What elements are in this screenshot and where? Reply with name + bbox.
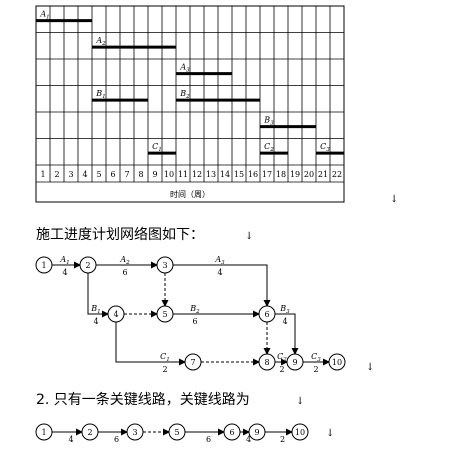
gantt-day-label: 13 (206, 170, 216, 179)
network-node-label: 9 (292, 358, 297, 367)
network-node (184, 353, 202, 371)
gantt-day-label: 5 (96, 170, 101, 179)
network-node (156, 305, 174, 323)
gantt-day-label: 7 (124, 170, 129, 179)
critical-node-label: 3 (132, 428, 137, 437)
network-node (328, 353, 346, 371)
critical-path-diagram: 4 6 6 4 2 1 2 3 5 6 9 10 ↓ (35, 423, 334, 444)
network-node (258, 353, 276, 371)
gantt-day-label: 20 (304, 170, 314, 179)
gantt-arrow: ↓ (390, 194, 398, 205)
network-node (286, 353, 304, 371)
gantt-day-label: 18 (276, 170, 286, 179)
gantt-day-label: 4 (82, 170, 87, 179)
critical-node (248, 423, 266, 441)
gantt-bar-label: C1 (152, 142, 162, 153)
gantt-day-label: 1 (40, 170, 45, 179)
gantt-day-label: 21 (318, 170, 328, 179)
network-node-label: 4 (113, 310, 118, 319)
network-node (156, 256, 174, 274)
heading-critical-arrow: ↓ (296, 396, 304, 407)
gantt-bar-label: A3 (179, 63, 190, 74)
network-arrow: ↓ (366, 362, 374, 373)
critical-node (291, 423, 309, 441)
activity-name: C3 (311, 352, 321, 363)
activity-duration: 4 (93, 317, 98, 326)
critical-node (223, 423, 241, 441)
network-node-label: 5 (162, 310, 167, 319)
critical-node-label: 9 (254, 428, 259, 437)
gantt-day-label: 10 (164, 170, 174, 179)
critical-node (126, 423, 144, 441)
network-node (79, 256, 97, 274)
gantt-day-label: 11 (178, 170, 188, 179)
gantt-bar-label: C2 (264, 142, 274, 153)
gantt-day-label: 8 (138, 170, 143, 179)
activity-duration: 2 (162, 365, 167, 374)
activity-duration: 2 (313, 365, 318, 374)
activity-duration: 4 (62, 268, 67, 277)
gantt-day-label: 9 (152, 170, 157, 179)
critical-arrow-mark: ↓ (326, 428, 334, 439)
critical-node-label: 6 (229, 428, 234, 437)
critical-node-label: 2 (87, 428, 92, 437)
critical-node (81, 423, 99, 441)
activity-duration: 4 (217, 268, 222, 277)
heading-network-arrow: ↓ (245, 231, 253, 242)
gantt-bar-label: C3 (320, 142, 330, 153)
network-node-label: 3 (162, 261, 167, 270)
network-node-label: 10 (332, 358, 342, 367)
critical-duration: 6 (206, 435, 211, 444)
gantt-day-label: 15 (234, 170, 244, 179)
activity-name: A2 (119, 255, 130, 266)
critical-node-label: 5 (174, 428, 179, 437)
network-node-label: 2 (85, 261, 90, 270)
critical-duration: 2 (280, 435, 285, 444)
heading-network: 施工进度计划网络图如下： (36, 227, 204, 243)
gantt-time-label: 时间（周） (170, 189, 210, 199)
activity-name: A1 (59, 255, 69, 266)
activity-duration: 2 (279, 365, 284, 374)
gantt-bar-label: A1 (39, 10, 49, 21)
gantt-bar-label: B3 (263, 116, 274, 127)
gantt-bar-label: B2 (179, 89, 190, 100)
gantt-day-label: 22 (332, 170, 342, 179)
network-node-label: 8 (264, 358, 269, 367)
gantt-day-label: 12 (192, 170, 202, 179)
heading-critical: 2. 只有一条关键线路，关键线路为 (36, 391, 250, 408)
activity-name: B3 (279, 304, 290, 315)
gantt-day-label: 2 (54, 170, 59, 179)
gantt-day-label: 6 (110, 170, 115, 179)
gantt-day-label: 19 (290, 170, 300, 179)
network-node (35, 256, 53, 274)
activity-name: C2 (277, 352, 287, 363)
critical-duration: 4 (68, 435, 73, 444)
network-node-label: 7 (190, 358, 195, 367)
activity-name: B2 (189, 304, 200, 315)
gantt-day-label: 16 (248, 170, 258, 179)
activity-name: A3 (214, 255, 225, 266)
critical-node-label: 1 (41, 428, 46, 437)
critical-duration: 4 (246, 435, 251, 444)
activity-name: B1 (90, 304, 100, 315)
gantt-bar-label: A2 (95, 36, 106, 47)
gantt-bar-label: B1 (95, 89, 105, 100)
activity-duration: 4 (282, 317, 287, 326)
critical-node (168, 423, 186, 441)
network-node (107, 305, 125, 323)
activity-name: C1 (160, 352, 170, 363)
gantt-day-label: 14 (220, 170, 230, 179)
gantt-day-label: 17 (262, 170, 272, 179)
critical-node (35, 423, 53, 441)
activity-duration: 6 (192, 317, 197, 326)
gantt-day-label: 3 (68, 170, 73, 179)
activity-duration: 6 (122, 268, 127, 277)
network-node-label: 6 (264, 310, 269, 319)
critical-duration: 6 (114, 435, 119, 444)
network-node (258, 305, 276, 323)
network-node-label: 1 (41, 261, 46, 270)
critical-node-label: 10 (295, 428, 305, 437)
